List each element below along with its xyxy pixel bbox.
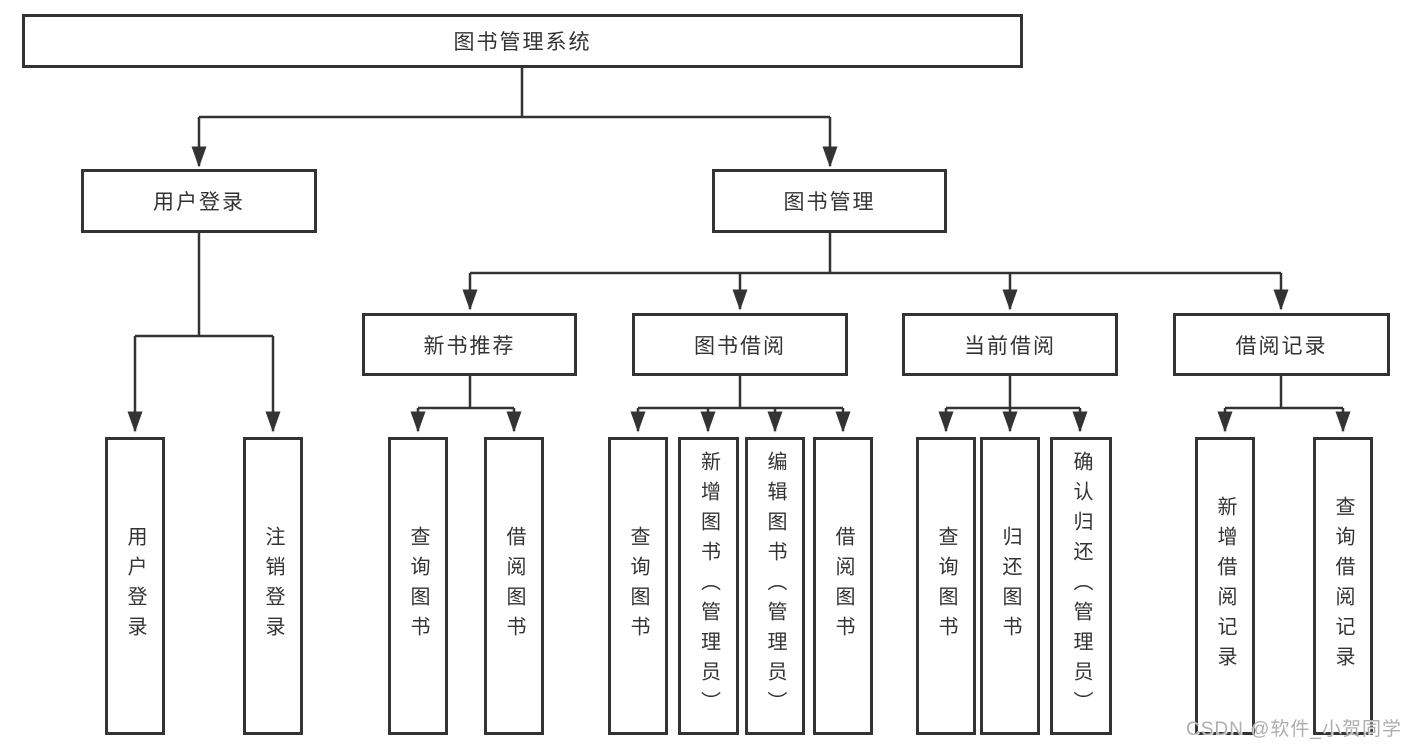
node-label: 借阅图书 [832,526,854,646]
node-label: 图书管理 [783,191,876,214]
leaf-query-books-recommend: 查询图书 [388,437,448,735]
leaf-edit-book-admin: 编辑图书（管理员） [745,437,805,735]
node-label: 归还图书 [999,526,1021,646]
node-new-book-recommendation: 新书推荐 [362,313,577,376]
node-label: 当前借阅 [964,334,1056,358]
leaf-logout: 注销登录 [243,437,303,735]
node-label: 用户登录 [124,526,146,646]
node-label: 查询图书 [935,526,957,646]
node-label: 新增图书（管理员） [697,451,720,721]
leaf-query-books-current: 查询图书 [916,437,976,735]
node-book-borrowing: 图书借阅 [632,313,848,376]
csdn-watermark: CSDN @软件_小贺同学 [1186,719,1402,740]
node-user-login: 用户登录 [81,169,317,233]
node-label: 注销登录 [262,526,284,646]
node-book-management: 图书管理 [712,169,947,233]
leaf-borrow-books-borrowing: 借阅图书 [813,437,873,735]
node-label: 查询图书 [627,526,649,646]
node-label: 借阅记录 [1235,334,1328,358]
leaf-add-book-admin: 新增图书（管理员） [678,437,739,735]
node-label: 新书推荐 [423,334,516,358]
node-label: 用户登录 [153,191,245,214]
node-current-borrowing: 当前借阅 [902,313,1118,376]
leaf-user-login: 用户登录 [105,437,165,735]
leaf-add-borrow-record: 新增借阅记录 [1195,437,1255,735]
node-borrowing-records: 借阅记录 [1173,313,1390,376]
node-label: 查询图书 [407,526,429,646]
leaf-return-book: 归还图书 [980,437,1040,735]
leaf-query-books-borrowing: 查询图书 [608,437,668,735]
node-label: 确认归还（管理员） [1070,451,1092,721]
leaf-confirm-return-admin: 确认归还（管理员） [1050,437,1112,735]
node-label: 图书借阅 [694,334,786,358]
node-label: 图书管理系统 [453,31,592,54]
leaf-borrow-books-recommend: 借阅图书 [484,437,544,735]
node-label: 查询借阅记录 [1332,496,1354,676]
node-library-management-system: 图书管理系统 [22,14,1023,68]
node-label: 编辑图书（管理员） [764,451,786,721]
leaf-query-borrow-record: 查询借阅记录 [1313,437,1373,735]
node-label: 新增借阅记录 [1214,496,1236,676]
node-label: 借阅图书 [503,526,525,646]
